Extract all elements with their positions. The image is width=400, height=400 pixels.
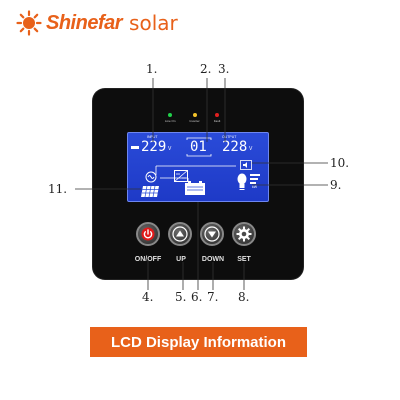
lcd-input-value: 229 — [141, 139, 167, 155]
down-button[interactable] — [200, 222, 224, 246]
lcd-output-label: OUTPUT — [222, 135, 237, 139]
load-bar-3 — [250, 182, 256, 184]
grid-ac-icon — [145, 171, 157, 183]
set-button[interactable] — [232, 222, 256, 246]
solar-panel-icon — [141, 185, 159, 198]
sun-logo-icon — [16, 10, 42, 36]
lcd-mode-frame — [186, 137, 212, 157]
callout-3: 3. — [218, 62, 230, 76]
led-fault: Fault — [213, 113, 221, 123]
callout-1: 1. — [146, 62, 158, 76]
down-label: DOWN — [201, 256, 225, 263]
battery-icon — [185, 181, 205, 195]
brand-logo: Shinefar solar — [16, 10, 178, 36]
gear-icon — [236, 226, 252, 242]
led-inverter-dot — [192, 113, 197, 117]
on-off-label: ON/OFF — [134, 256, 162, 263]
load-bar-1 — [250, 174, 260, 176]
led-line-on: Line On — [165, 113, 176, 123]
lcd-input-bar — [131, 146, 139, 149]
section-banner: LCD Display Information — [90, 327, 307, 357]
callout-7: 7. — [207, 290, 219, 304]
brand-suffix: solar — [129, 11, 178, 35]
speaker-icon — [240, 160, 252, 170]
led-inverter: Inverter — [190, 113, 200, 123]
callout-4: 4. — [142, 290, 154, 304]
up-arrow-icon — [172, 226, 188, 242]
lcd-mode-value: 01 — [190, 139, 207, 155]
up-button[interactable] — [168, 222, 192, 246]
lcd-output-unit: V — [249, 146, 253, 152]
lcd-screen: INPUT OUTPUT 229 V 01 228 V — [127, 132, 269, 202]
led-line-on-dot — [168, 113, 173, 117]
callout-11: 11. — [48, 182, 68, 196]
brand-name: Shinefar — [46, 11, 123, 34]
callout-2: 2. — [200, 62, 212, 76]
up-label: UP — [176, 256, 186, 263]
on-off-button[interactable] — [136, 222, 160, 246]
status-leds: Line On Inverter Fault — [165, 113, 220, 123]
load-lamp-icon — [237, 173, 247, 190]
callout-8: 8. — [238, 290, 250, 304]
lcd-input-unit: V — [168, 146, 172, 152]
lcd-output-value: 228 — [222, 139, 248, 155]
led-fault-dot — [215, 113, 220, 117]
down-arrow-icon — [204, 226, 220, 242]
load-bar-2 — [250, 178, 258, 180]
banner-title: LCD Display Information — [110, 333, 286, 351]
set-label: SET — [237, 256, 251, 263]
load-bar-unit: kW — [252, 185, 258, 189]
callout-9: 9. — [330, 178, 342, 192]
lcd-input-label: INPUT — [147, 135, 158, 139]
power-icon — [141, 227, 155, 241]
led-inverter-label: Inverter — [189, 119, 200, 123]
led-fault-label: Fault — [213, 119, 221, 123]
callout-5: 5. — [175, 290, 187, 304]
led-line-on-label: Line On — [165, 119, 176, 123]
callout-10: 10. — [330, 156, 350, 170]
callout-6: 6. — [191, 290, 203, 304]
inverter-icon — [174, 170, 188, 182]
